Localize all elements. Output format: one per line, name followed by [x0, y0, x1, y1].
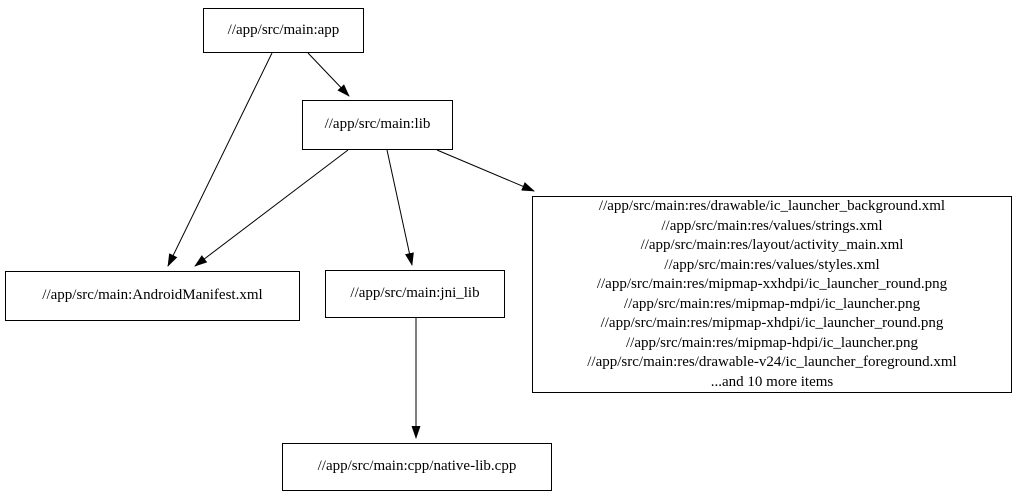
node-jni-lib: //app/src/main:jni_lib — [325, 270, 505, 318]
node-lib-label: //app/src/main:lib — [324, 116, 431, 133]
res-file-line: //app/src/main:res/mipmap-xxhdpi/ic_laun… — [596, 276, 948, 292]
res-file-line: //app/src/main:res/mipmap-hdpi/ic_launch… — [625, 334, 918, 351]
edge-lib-to-manifest — [194, 149, 349, 267]
res-file-line: //app/src/main:res/values/styles.xml — [664, 256, 880, 273]
res-file-line: //app/src/main:res/mipmap-mdpi/ic_launch… — [623, 295, 921, 312]
res-file-line: //app/src/main:res/drawable-v24/ic_launc… — [587, 354, 957, 370]
res-file-line: //app/src/main:res/layout/activity_main.… — [640, 237, 904, 253]
edge-lib-to-res — [436, 149, 535, 192]
node-android-manifest-label: //app/src/main:AndroidManifest.xml — [42, 287, 263, 304]
node-native-lib-cpp: //app/src/main:cpp/native-lib.cpp — [282, 443, 552, 491]
node-lib: //app/src/main:lib — [302, 100, 453, 150]
res-file-line: //app/src/main:res/mipmap-xhdpi/ic_launc… — [600, 315, 944, 331]
edge-lib-to-jni-lib — [386, 149, 414, 266]
node-app-label: //app/src/main:app — [227, 21, 340, 38]
node-native-lib-cpp-label: //app/src/main:cpp/native-lib.cpp — [317, 458, 517, 475]
node-jni-lib-label: //app/src/main:jni_lib — [350, 285, 480, 302]
res-more-items-line: ...and 10 more items — [710, 373, 834, 390]
node-res-files: //app/src/main:res/drawable/ic_launcher_… — [532, 196, 1012, 393]
edge-app-to-lib — [307, 52, 350, 97]
node-app: //app/src/main:app — [203, 8, 364, 53]
res-file-line: //app/src/main:res/values/strings.xml — [661, 217, 883, 234]
edge-app-to-manifest — [167, 52, 273, 267]
node-android-manifest: //app/src/main:AndroidManifest.xml — [5, 271, 300, 321]
res-file-line: //app/src/main:res/drawable/ic_launcher_… — [598, 198, 946, 214]
